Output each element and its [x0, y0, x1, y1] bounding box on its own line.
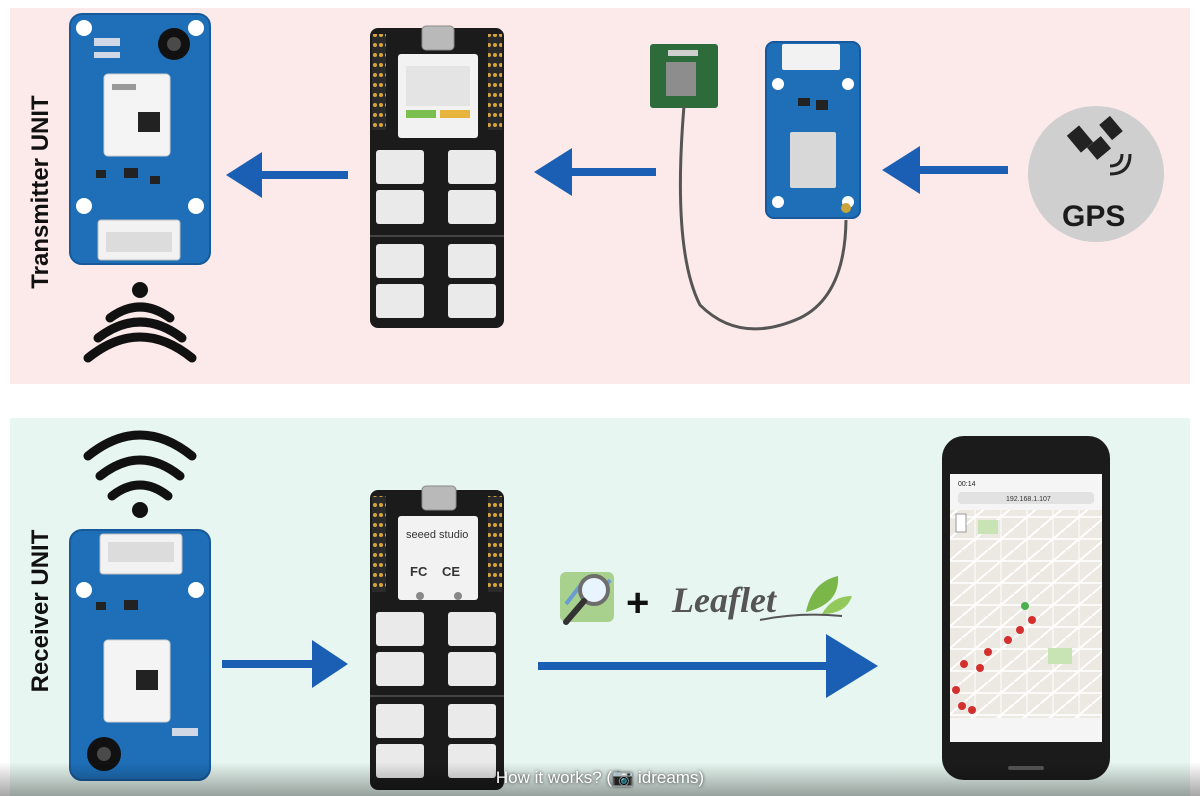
caption-bar — [0, 762, 1200, 796]
gps-badge: GPS — [1028, 106, 1164, 242]
arrow-left-2 — [534, 148, 656, 196]
map-view[interactable] — [950, 510, 1102, 718]
arrow-left-1 — [226, 152, 348, 198]
wireless-module-transmitter — [69, 13, 211, 265]
phone-status-time: 00:14 — [958, 481, 976, 488]
wifi-signal-icon — [83, 282, 197, 363]
phone-url-bar[interactable]: 192.168.1.107 — [1006, 496, 1051, 503]
openstreetmap-logo — [560, 572, 614, 625]
arrow-right-1 — [222, 640, 348, 688]
xiao-expansion-board-transmitter — [370, 25, 504, 328]
wifi-signal-icon-receiver — [83, 430, 197, 518]
plus-sign: + — [626, 581, 649, 625]
gps-antenna — [650, 44, 848, 331]
satellite-icon — [1066, 115, 1132, 176]
board-fc-mark: FC — [410, 564, 428, 579]
xiao-expansion-board-receiver: seeed studio FC CE — [370, 485, 504, 790]
caption-text: How it works? (📷 idreams) — [495, 768, 705, 787]
gps-badge-text: GPS — [1062, 200, 1125, 233]
wireless-module-receiver — [69, 529, 211, 781]
gps-module — [765, 41, 861, 219]
arrow-left-3 — [882, 146, 1008, 194]
leaf-icon — [759, 576, 852, 621]
board-brand-text: seeed studio — [406, 529, 468, 541]
leaflet-logo-text: Leaflet — [671, 580, 777, 620]
smartphone: 00:14 192.168.1.107 — [942, 436, 1110, 780]
map-markers — [952, 602, 1036, 714]
board-ce-mark: CE — [442, 564, 460, 579]
arrow-right-2 — [538, 634, 878, 698]
